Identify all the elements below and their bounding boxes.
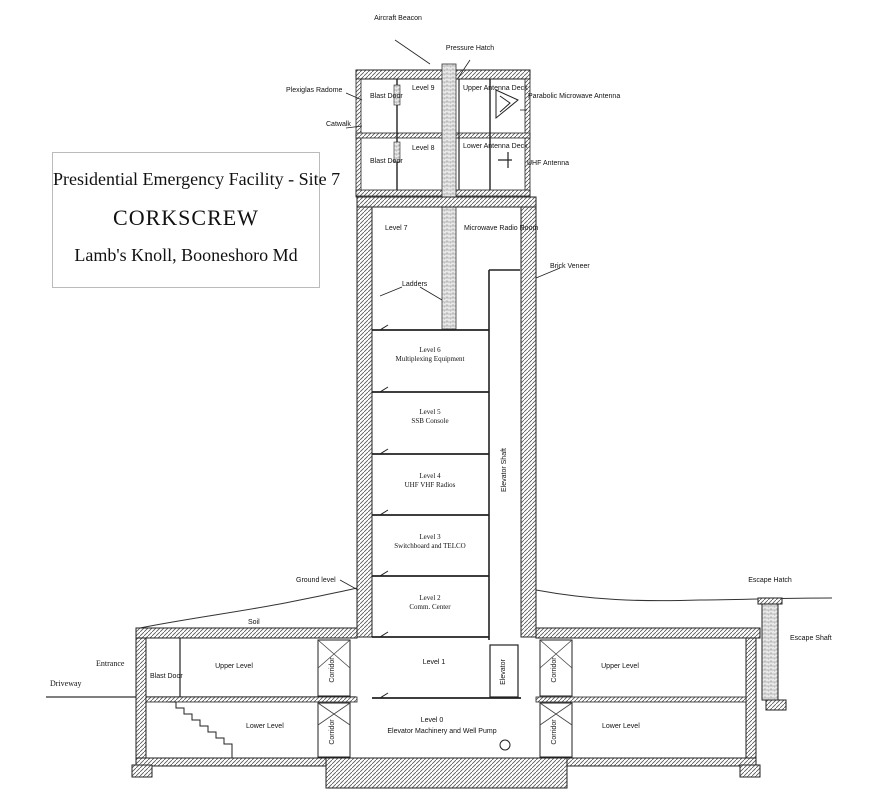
- label-ladders: Ladders: [402, 281, 428, 288]
- central-foundation: [325, 757, 568, 789]
- label-corridor-left-upper: Corridor: [329, 657, 336, 683]
- label-level-7: Level 7: [385, 225, 408, 232]
- right-corridor-upper: [539, 639, 573, 697]
- label-escape-shaft: Escape Shaft: [790, 635, 832, 642]
- label-upper-antenna-deck: Upper Antenna Deck: [463, 85, 528, 92]
- title-block: Presidential Emergency Facility - Site 7…: [52, 152, 341, 288]
- label-level-1: Level 1: [423, 659, 446, 666]
- label-upper-level-left: Upper Level: [215, 663, 253, 670]
- label-level-3: Level 3: [419, 533, 441, 541]
- leader-lines: [339, 39, 561, 591]
- uhf-antenna-symbol: [498, 152, 512, 168]
- tower-top-slab: [356, 196, 537, 208]
- ladder-ticks: [379, 324, 389, 699]
- label-level-8: Level 8: [412, 145, 435, 152]
- labels: Aircraft Beacon Pressure Hatch Plexiglas…: [50, 15, 832, 745]
- label-lower-antenna-deck: Lower Antenna Deck: [463, 143, 528, 150]
- right-wing-roof: [535, 627, 761, 639]
- tower-right-wall: [520, 196, 537, 638]
- left-wing-base: [135, 757, 358, 767]
- label-elevator-shaft: Elevator Shaft: [501, 448, 508, 492]
- label-uhf-antenna: UHF Antenna: [527, 160, 569, 167]
- title-line-3: Lamb's Knoll, Booneshoro Md: [74, 245, 298, 265]
- label-lower-level-right: Lower Level: [602, 723, 640, 730]
- label-level-2-desc: Comm. Center: [409, 603, 451, 611]
- label-entrance: Entrance: [96, 659, 125, 668]
- left-corridor-upper: [317, 639, 351, 697]
- title-line-1: Presidential Emergency Facility - Site 7: [53, 169, 341, 189]
- label-level-6: Level 6: [419, 346, 441, 354]
- blast-door-8: [393, 141, 401, 163]
- label-blast-door-9: Blast Door: [370, 93, 403, 100]
- ground-right: [535, 589, 833, 602]
- left-footing: [131, 764, 153, 778]
- label-parabolic-antenna: Parabolic Microwave Antenna: [528, 93, 620, 100]
- left-corridor-lower: [317, 702, 351, 758]
- label-elevator: Elevator: [500, 658, 507, 684]
- left-wing-end-wall: [135, 637, 147, 765]
- label-level-5: Level 5: [419, 408, 441, 416]
- escape-shaft-footing: [765, 699, 787, 711]
- label-driveway: Driveway: [50, 679, 82, 688]
- tower-left-wall: [356, 196, 373, 638]
- elevator-car: [489, 644, 519, 698]
- label-level-0: Level 0: [421, 717, 444, 724]
- label-plexiglas-radome: Plexiglas Radome: [286, 87, 343, 94]
- left-wing: [131, 627, 358, 778]
- tower-floors: [372, 329, 521, 699]
- label-level-3-desc: Switchboard and TELCO: [394, 542, 465, 550]
- label-level-2: Level 2: [419, 594, 441, 602]
- title-line-2: CORKSCREW: [113, 205, 259, 230]
- tower: [356, 196, 537, 751]
- well-pump: [499, 739, 511, 751]
- label-upper-level-right: Upper Level: [601, 663, 639, 670]
- label-blast-door-entrance: Blast Door: [150, 673, 183, 680]
- label-level-6-desc: Multiplexing Equipment: [395, 355, 464, 363]
- label-catwalk: Catwalk: [326, 121, 351, 128]
- escape-hatch-cap: [757, 597, 783, 605]
- label-brick-veneer: Brick Veneer: [550, 263, 590, 270]
- label-microwave-radio-room: Microwave Radio Room: [464, 225, 538, 232]
- right-wing-end-wall: [745, 637, 757, 765]
- label-level-9: Level 9: [412, 85, 435, 92]
- parabolic-dish: [495, 89, 519, 120]
- escape-shaft-body: [761, 603, 779, 701]
- label-pressure-hatch: Pressure Hatch: [446, 45, 494, 52]
- label-escape-hatch: Escape Hatch: [748, 577, 792, 584]
- right-footing: [739, 764, 761, 778]
- right-wing-floor: [535, 696, 747, 703]
- right-wing-base: [535, 757, 757, 767]
- ground-left: [139, 587, 358, 629]
- label-ground-level: Ground level: [296, 577, 336, 584]
- label-corridor-right-lower: Corridor: [551, 719, 558, 745]
- right-corridor-lower: [539, 702, 573, 758]
- label-corridor-right-upper: Corridor: [551, 657, 558, 683]
- label-level-0-desc: Elevator Machinery and Well Pump: [387, 728, 496, 735]
- right-wing: [535, 597, 787, 778]
- label-blast-door-8: Blast Door: [370, 158, 403, 165]
- label-soil: Soil: [248, 619, 260, 626]
- left-wing-roof: [135, 627, 358, 639]
- blast-door-9: [393, 84, 401, 106]
- label-aircraft-beacon: Aircraft Beacon: [374, 15, 422, 22]
- label-corridor-left-lower: Corridor: [329, 719, 336, 745]
- label-level-5-desc: SSB Console: [411, 417, 448, 425]
- label-level-4: Level 4: [419, 472, 441, 480]
- stairs: [168, 701, 233, 758]
- label-level-4-desc: UHF VHF Radios: [405, 481, 456, 489]
- label-lower-level-left: Lower Level: [246, 723, 284, 730]
- left-wing-floor: [145, 696, 358, 703]
